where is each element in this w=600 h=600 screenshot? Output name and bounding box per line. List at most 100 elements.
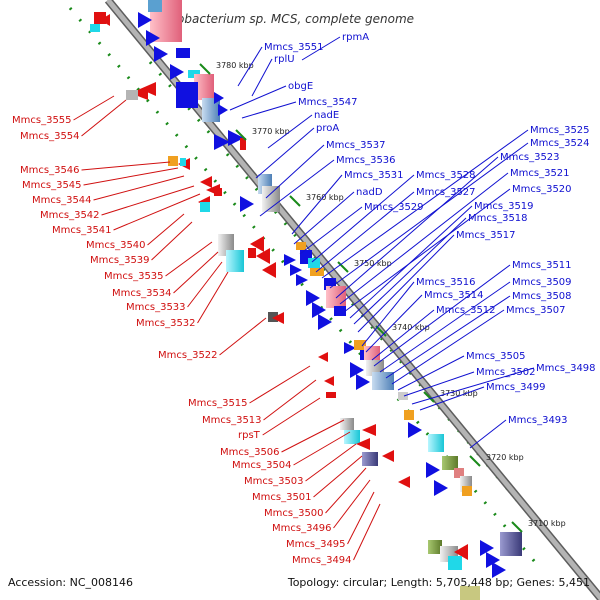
gene-block: [176, 82, 198, 108]
gene-label: rplU: [274, 54, 295, 65]
forward-arrow: [306, 290, 320, 306]
leader-line: [321, 129, 529, 279]
leader-line: [255, 127, 315, 179]
gene-block: [200, 202, 210, 212]
kbp-tick: [511, 521, 523, 533]
gene-label: Mmcs_3529: [364, 202, 424, 213]
leader-line: [313, 455, 363, 498]
leader-line: [305, 443, 357, 482]
leader-line: [251, 58, 273, 97]
gene-label: Mmcs_3542: [40, 210, 100, 221]
reverse-arrow: [382, 450, 394, 462]
gene-label: obgE: [288, 81, 313, 92]
leader-line: [291, 174, 343, 235]
kbp-tick: [375, 325, 387, 337]
gene-label: Mmcs_3501: [252, 492, 312, 503]
leader-line: [311, 174, 415, 263]
forward-arrow: [214, 92, 224, 104]
leader-line: [259, 159, 335, 217]
kbp-tick: [199, 63, 211, 75]
gene-label: Mmcs_3495: [286, 539, 346, 550]
dot-track-left: [68, 7, 542, 569]
leader-line: [151, 221, 193, 261]
forward-leader-lines: [229, 36, 535, 449]
gene-block: [428, 540, 442, 554]
gene-label: Mmcs_3515: [188, 398, 248, 409]
reverse-arrow: [272, 312, 284, 324]
gene-label: Mmcs_3521: [510, 168, 570, 179]
gene-label: Mmcs_3527: [416, 187, 476, 198]
gene-block: [148, 0, 162, 12]
gene-label: Mmcs_3512: [436, 305, 496, 316]
kbp-tick-label: 3750 kbp: [354, 259, 392, 268]
reverse-block: [240, 138, 246, 150]
gene-label: rpsT: [238, 430, 261, 441]
gene-label: Mmcs_3528: [416, 170, 476, 181]
reverse-arrow: [100, 14, 110, 26]
gene-label: Mmcs_3551: [264, 42, 324, 53]
gene-label: Mmcs_3493: [508, 415, 568, 426]
gene-label: Mmcs_3546: [20, 165, 80, 176]
leader-line: [73, 95, 115, 121]
forward-arrow: [218, 104, 228, 116]
reverse-arrow: [140, 82, 156, 96]
leader-line: [419, 386, 485, 411]
gene-label: Mmcs_3544: [32, 195, 92, 206]
reverse-gene-labels: Mmcs_3555Mmcs_3554Mmcs_3546Mmcs_3545Mmcs…: [12, 115, 352, 566]
gene-block: [448, 556, 462, 570]
forward-arrow: [434, 480, 448, 496]
leader-line: [353, 217, 467, 325]
leader-line: [197, 271, 229, 324]
forward-arrow: [486, 552, 500, 568]
leader-line: [249, 365, 311, 404]
leader-line: [373, 264, 511, 367]
gene-label: Mmcs_3506: [220, 447, 280, 458]
gene-block: [268, 312, 278, 322]
forward-arrow: [290, 264, 302, 276]
gene-block: [462, 486, 472, 496]
kbp-tick-label: 3740 kbp: [392, 323, 430, 332]
leader-line: [361, 281, 415, 347]
gene-block: [428, 434, 444, 452]
leader-line: [113, 193, 201, 231]
gene-label: Mmcs_3502: [476, 367, 536, 378]
leader-line: [81, 99, 127, 137]
gene-label: nadE: [314, 110, 339, 121]
gene-label: Mmcs_3494: [292, 555, 352, 566]
gene-block: [202, 98, 220, 122]
gene-block: [334, 306, 346, 316]
gene-block: [404, 410, 414, 420]
gene-label: Mmcs_3532: [136, 318, 196, 329]
gene-block: [500, 532, 522, 556]
reverse-arrow: [454, 544, 468, 560]
gene-label: Mmcs_3508: [512, 291, 572, 302]
kbp-tick: [289, 195, 301, 207]
forward-arrow: [214, 134, 230, 150]
gene-label: proA: [316, 123, 339, 134]
gene-label: Mmcs_3545: [22, 180, 82, 191]
gene-block: [308, 258, 320, 268]
leader-line: [371, 309, 435, 361]
gene-block: [226, 250, 244, 272]
forward-arrow: [312, 302, 326, 318]
leader-line: [343, 188, 511, 313]
leader-line: [391, 309, 505, 385]
reverse-block: [248, 248, 256, 258]
outer-dot-tracks: [68, 7, 594, 591]
kbp-tick: [235, 129, 247, 141]
kbp-tick-label: 3730 kbp: [440, 389, 478, 398]
gene-label: Mmcs_3541: [52, 225, 112, 236]
leader-line: [147, 213, 185, 246]
kbp-tick-label: 3770 kbp: [252, 127, 290, 136]
leader-line: [315, 191, 415, 273]
leader-line: [339, 172, 509, 305]
forward-arrow: [318, 314, 332, 330]
gene-block: [90, 24, 100, 32]
gene-label: Mmcs_3514: [424, 290, 484, 301]
leader-line: [101, 185, 195, 216]
gene-label: Mmcs_3554: [20, 131, 80, 142]
gene-block: [310, 268, 324, 276]
forward-arrow: [344, 342, 356, 354]
